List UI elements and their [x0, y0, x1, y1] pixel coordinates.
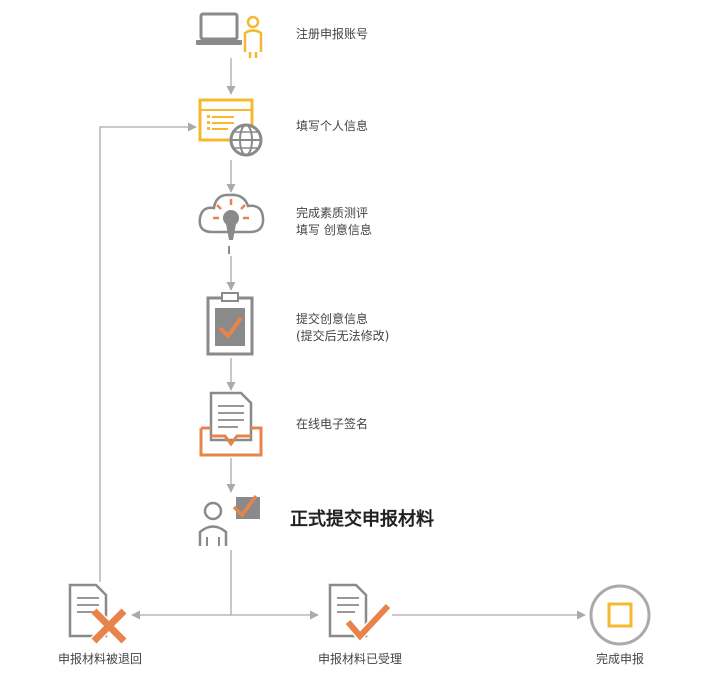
- step-label-personal-info: 填写个人信息: [296, 118, 368, 135]
- step-label-e-sign: 在线电子签名: [296, 416, 368, 433]
- form-globe-icon: [198, 98, 263, 157]
- clipboard-check-icon: [206, 292, 254, 356]
- step-4-text-line1: 提交创意信息: [296, 312, 369, 326]
- step-label-register: 注册申报账号: [296, 26, 368, 43]
- idea-cloud-icon: [198, 193, 265, 254]
- step-5-text: 在线电子签名: [296, 417, 369, 431]
- complete-circle-icon: [589, 584, 651, 646]
- step-6-text: 正式提交申报材料: [290, 509, 434, 530]
- flow-connectors: [99, 58, 586, 620]
- step-1-text: 注册申报账号: [296, 27, 369, 41]
- step-3-text-line2: 填写 创意信息: [296, 223, 372, 237]
- document-tray-icon: [199, 391, 263, 457]
- step-4-text-line2: (提交后无法修改): [296, 329, 390, 343]
- step-label-submit-idea: 提交创意信息 (提交后无法修改): [296, 311, 389, 345]
- step-2-text: 填写个人信息: [296, 119, 369, 133]
- user-check-icon: [198, 494, 260, 546]
- document-accepted-icon: [328, 583, 392, 643]
- step-label-formal-submit: 正式提交申报材料: [290, 509, 434, 530]
- step-3-text-line1: 完成素质测评: [296, 206, 369, 220]
- laptop-user-icon: [196, 12, 263, 58]
- connector-return-loop: [99, 122, 197, 582]
- document-rejected-icon: [68, 583, 128, 645]
- step-label-assessment: 完成素质测评 填写 创意信息: [296, 205, 372, 239]
- outcome-returned-label: 申报材料被退回: [57, 652, 142, 666]
- outcome-complete-label: 完成申报: [595, 652, 644, 666]
- outcome-accepted-label: 申报材料已受理: [317, 652, 402, 666]
